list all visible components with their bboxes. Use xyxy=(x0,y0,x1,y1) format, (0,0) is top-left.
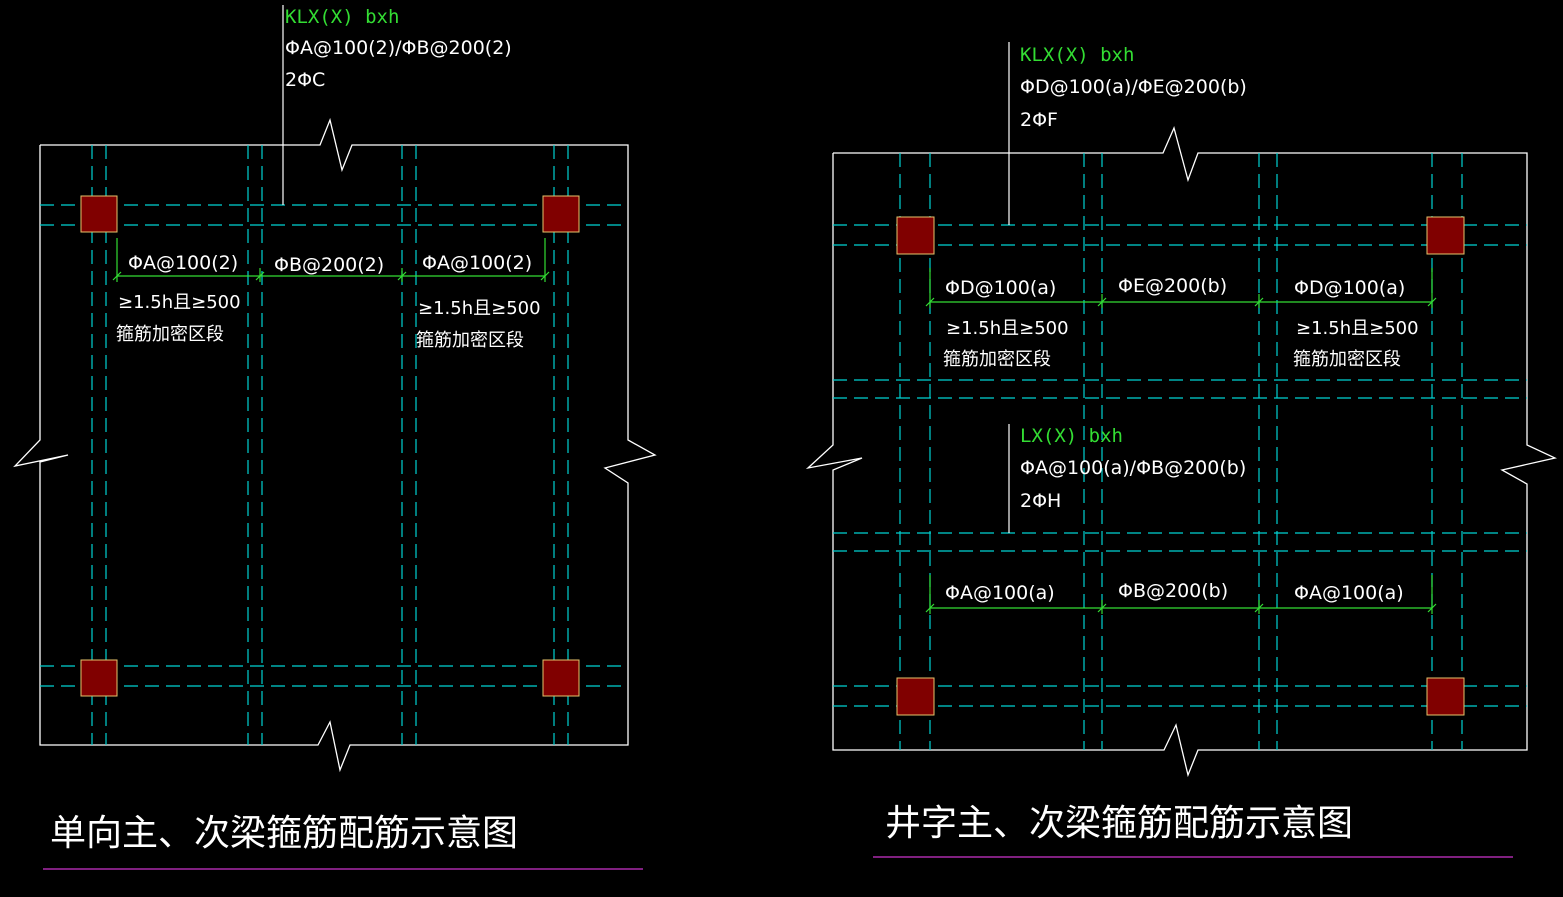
left-diagram-title: 单向主、次梁箍筋配筋示意图 xyxy=(50,813,518,854)
right-diagram: KLX(X) bxh ΦD@100(a)/ΦE@200(b) 2ΦF LX(X)… xyxy=(805,42,1558,858)
left-dim-label: ΦB@200(2) xyxy=(274,254,384,276)
right-secondary-beam-stirrups: ΦA@100(a)/ΦB@200(b) xyxy=(1020,457,1246,479)
right-bottom-dim-label: ΦA@100(a) xyxy=(945,582,1055,604)
right-top-dim-label: ΦE@200(b) xyxy=(1118,275,1227,297)
right-secondary-beam-top-bars: 2ΦH xyxy=(1020,490,1061,512)
left-outline xyxy=(13,117,657,773)
left-beam-lines xyxy=(40,145,628,745)
column xyxy=(542,659,580,697)
column xyxy=(80,659,118,697)
right-zone-note-text: 箍筋加密区段 xyxy=(943,349,1051,370)
right-main-beam-name: KLX(X) bxh xyxy=(1020,44,1134,66)
right-beam-lines xyxy=(833,153,1527,750)
left-zone-note-text: 箍筋加密区段 xyxy=(416,330,524,351)
left-dim-label: ΦA@100(2) xyxy=(128,252,238,274)
column xyxy=(80,195,118,233)
right-main-beam-stirrups: ΦD@100(a)/ΦE@200(b) xyxy=(1020,76,1247,98)
left-diagram: KLX(X) bxh ΦA@100(2)/ΦB@200(2) 2ΦC ΦA@10… xyxy=(13,5,657,870)
left-dim-label: ΦA@100(2) xyxy=(422,252,532,274)
left-zone-note-text: 箍筋加密区段 xyxy=(116,324,224,345)
column xyxy=(1426,216,1465,255)
right-bottom-dim-label: ΦB@200(b) xyxy=(1118,580,1228,602)
right-top-dim-label: ΦD@100(a) xyxy=(1294,277,1405,299)
left-beam-name: KLX(X) bxh xyxy=(285,6,399,28)
right-top-dimension-line xyxy=(925,268,1437,308)
right-secondary-beam-name: LX(X) bxh xyxy=(1020,425,1123,447)
column xyxy=(542,195,580,233)
left-zone-note-length: ≥1.5h且≥500 xyxy=(418,298,541,319)
right-zone-note-text: 箍筋加密区段 xyxy=(1293,349,1401,370)
right-bottom-dim-label: ΦA@100(a) xyxy=(1294,582,1404,604)
right-zone-note-length: ≥1.5h且≥500 xyxy=(1296,318,1419,339)
right-outline xyxy=(805,126,1558,778)
left-beam-top-bars: 2ΦC xyxy=(285,69,325,91)
column xyxy=(896,216,935,255)
right-main-beam-top-bars: 2ΦF xyxy=(1020,109,1058,131)
right-diagram-title: 井字主、次梁箍筋配筋示意图 xyxy=(885,803,1353,844)
right-zone-note-length: ≥1.5h且≥500 xyxy=(946,318,1069,339)
left-zone-note-length: ≥1.5h且≥500 xyxy=(118,292,241,313)
column xyxy=(1426,677,1465,716)
left-beam-stirrups: ΦA@100(2)/ΦB@200(2) xyxy=(285,37,512,59)
right-bottom-dimension-line xyxy=(925,575,1437,614)
left-dimension-line xyxy=(112,238,550,282)
right-top-dim-label: ΦD@100(a) xyxy=(945,277,1056,299)
column xyxy=(896,677,935,716)
